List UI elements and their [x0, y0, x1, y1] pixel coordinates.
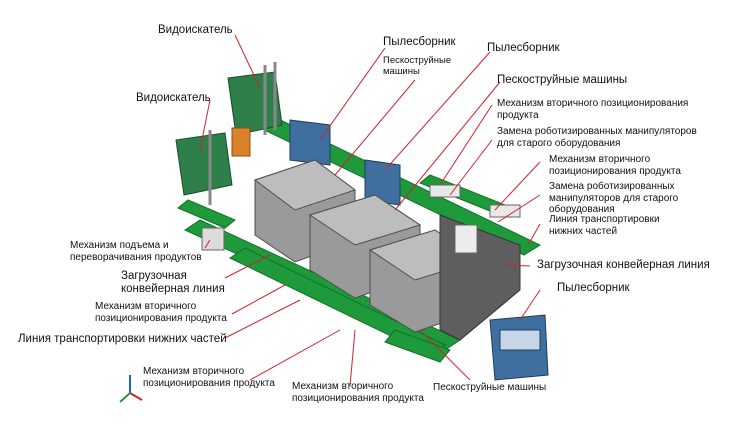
- left-conveyor: [177, 199, 236, 229]
- label-sandblast-small: Пескоструйные машины: [383, 55, 452, 77]
- label-loading-conveyor-right: Загрузочная конвейерная линия: [537, 259, 710, 271]
- label-lift-flip: Механизм подъема и переворачивания проду…: [70, 240, 202, 263]
- robot-frame-1: [429, 184, 461, 198]
- label-loading-conveyor-left: Загрузочная конвейерная линия: [121, 270, 225, 296]
- label-bottom-transport-left: Линия транспортировки нижних частей: [18, 333, 227, 345]
- dust-collector-upper-2: [364, 159, 401, 206]
- viewfinder-left: [175, 132, 233, 196]
- bottom-conveyor-end: [384, 329, 451, 363]
- label-bottom-transport-right: Линия транспортировки нижних частей: [549, 214, 660, 237]
- axis-gizmo: [119, 375, 143, 403]
- label-dust-collector-right: Пылесборник: [557, 282, 630, 294]
- label-secondary-positioning-bottom-left: Механизм вторичного позиционирования про…: [143, 366, 275, 389]
- label-viewfinder-left: Видоискатель: [136, 92, 211, 104]
- robot-frame-3: [454, 224, 478, 254]
- label-secondary-positioning-left: Механизм вторичного позиционирования про…: [95, 301, 227, 324]
- label-sandblast-right: Пескоструйные машины: [497, 74, 628, 86]
- label-secondary-positioning-1: Механизм вторичного позиционирования про…: [497, 98, 689, 121]
- dust-collector-upper-1: [289, 119, 331, 166]
- label-robot-replacement-1: Замена роботизированных манипуляторов дл…: [497, 126, 697, 149]
- label-secondary-positioning-2: Механизм вторичного позиционирования про…: [549, 154, 681, 177]
- label-secondary-positioning-bottom-center: Механизм вторичного позиционирования про…: [292, 381, 424, 404]
- label-dust-collector-top-right: Пылесборник: [487, 42, 560, 54]
- label-robot-replacement-2: Замена роботизированных манипуляторов дл…: [549, 181, 679, 215]
- label-sandblast-bottom: Пескоструйные машины: [433, 382, 547, 393]
- viewfinder-top: [227, 71, 283, 136]
- orange-robot: [231, 127, 251, 157]
- label-viewfinder-top: Видоискатель: [158, 24, 233, 36]
- label-dust-collector-center: Пылесборник: [383, 36, 456, 48]
